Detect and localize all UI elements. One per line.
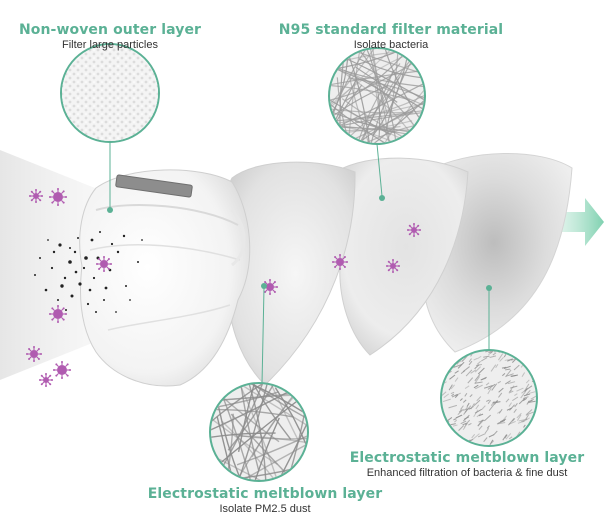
label-title: Non-woven outer layer bbox=[18, 22, 202, 38]
virus-icon bbox=[386, 259, 400, 273]
dust-cloud bbox=[34, 231, 143, 313]
callout-meltblown-inner bbox=[440, 285, 538, 447]
virus-icon bbox=[96, 256, 112, 272]
virus-icon bbox=[49, 305, 67, 323]
virus-icon bbox=[332, 254, 348, 270]
label-n95-filter-material: N95 standard filter material Isolate bac… bbox=[276, 22, 506, 51]
label-subtitle: Filter large particles bbox=[62, 39, 158, 51]
virus-icon bbox=[53, 361, 71, 379]
label-subtitle: Enhanced filtration of bacteria & fine d… bbox=[366, 467, 568, 479]
virus-icon bbox=[29, 189, 43, 203]
label-title: Electrostatic meltblown layer bbox=[147, 486, 383, 502]
airflow-arrow-icon bbox=[540, 198, 604, 246]
label-subtitle: Isolate bacteria bbox=[353, 39, 429, 51]
label-title: N95 standard filter material bbox=[278, 22, 504, 38]
nose-clip bbox=[115, 174, 193, 198]
label-meltblown-inner: Electrostatic meltblown layer Enhanced f… bbox=[334, 450, 600, 479]
callout-non-woven bbox=[60, 43, 160, 213]
label-meltblown-outer: Electrostatic meltblown layer Isolate PM… bbox=[140, 486, 390, 515]
virus-icon bbox=[407, 223, 421, 237]
label-title: Electrostatic meltblown layer bbox=[349, 450, 585, 466]
virus-icon bbox=[49, 188, 67, 206]
virus-icon bbox=[39, 373, 53, 387]
label-non-woven-outer-layer: Non-woven outer layer Filter large parti… bbox=[12, 22, 208, 51]
label-subtitle: Isolate PM2.5 dust bbox=[219, 503, 311, 515]
virus-icon bbox=[26, 346, 42, 362]
layer-non-woven-mask bbox=[79, 169, 251, 387]
